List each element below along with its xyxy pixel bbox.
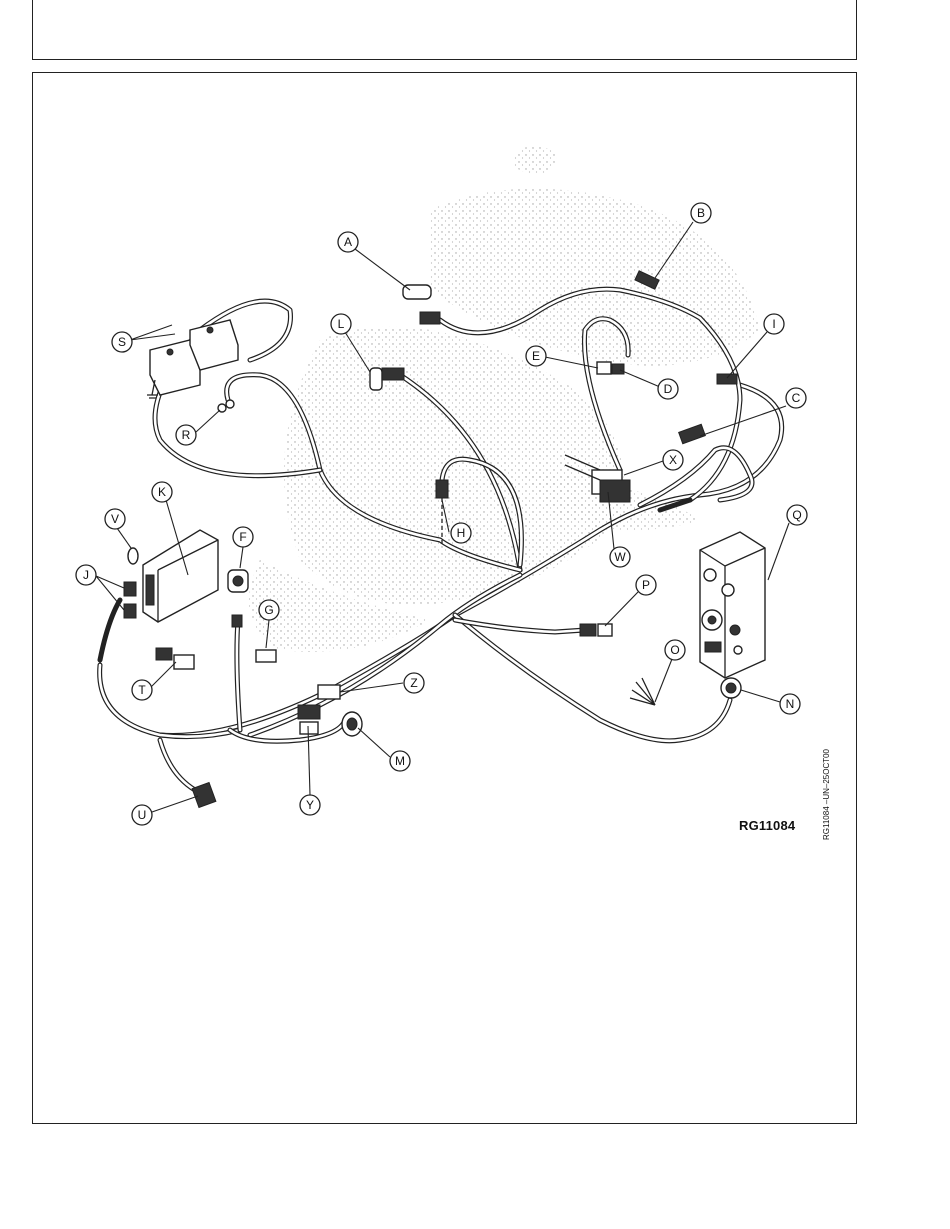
connector-i-icon [717, 374, 737, 384]
battery-icon [147, 320, 238, 398]
loose-wires-o-icon [630, 678, 655, 705]
svg-text:H: H [457, 526, 466, 540]
callout-a: A [338, 232, 358, 252]
callout-y: Y [300, 795, 320, 815]
callout-h: H [451, 523, 471, 543]
svg-text:Z: Z [410, 676, 417, 690]
machine-silhouette [249, 146, 760, 652]
callout-p: P [636, 575, 656, 595]
svg-text:M: M [395, 754, 405, 768]
figure-id: RG11084 [739, 818, 795, 833]
svg-text:E: E [532, 349, 540, 363]
svg-text:G: G [264, 603, 273, 617]
callout-o: O [665, 640, 685, 660]
callout-i: I [764, 314, 784, 334]
connector-z-icon [298, 685, 340, 734]
callout-x: X [663, 450, 683, 470]
connector-n-icon [721, 678, 741, 698]
svg-text:B: B [697, 206, 705, 220]
svg-text:P: P [642, 578, 650, 592]
callout-e: E [526, 346, 546, 366]
svg-text:Q: Q [792, 508, 801, 522]
callout-v: V [105, 509, 125, 529]
svg-text:F: F [239, 530, 246, 544]
svg-text:N: N [786, 697, 795, 711]
figure-date-code: RG11084 –UN–25OCT00 [822, 749, 831, 840]
callout-s: S [112, 332, 132, 352]
svg-text:O: O [670, 643, 679, 657]
callout-m: M [390, 751, 410, 771]
controller-k-icon [143, 530, 218, 622]
callout-u: U [132, 805, 152, 825]
connector-j-icon [124, 582, 136, 618]
callout-z: Z [404, 673, 424, 693]
callout-j: J [76, 565, 96, 585]
svg-text:L: L [338, 317, 345, 331]
svg-text:J: J [83, 568, 89, 582]
switch-f-icon [228, 570, 248, 627]
connector-u-icon [192, 783, 216, 808]
svg-text:Y: Y [306, 798, 314, 812]
svg-text:D: D [664, 382, 673, 396]
switch-e-icon [597, 362, 624, 374]
callout-l: L [331, 314, 351, 334]
svg-text:X: X [669, 453, 677, 467]
svg-text:U: U [138, 808, 147, 822]
callout-q: Q [787, 505, 807, 525]
callout-c: C [786, 388, 806, 408]
callout-t: T [132, 680, 152, 700]
svg-text:K: K [158, 485, 166, 499]
svg-text:W: W [614, 550, 626, 564]
callout-n: N [780, 694, 800, 714]
control-box-q-icon [700, 532, 765, 678]
connector-p-icon [580, 624, 612, 636]
connector-g-icon [256, 650, 276, 662]
connector-v-icon [128, 548, 138, 564]
callout-g: G [259, 600, 279, 620]
svg-text:V: V [111, 512, 119, 526]
connector-c-icon [679, 424, 706, 443]
callout-k: K [152, 482, 172, 502]
callout-b: B [691, 203, 711, 223]
svg-text:R: R [182, 428, 191, 442]
callout-r: R [176, 425, 196, 445]
callout-w: W [610, 547, 630, 567]
connector-m-icon [342, 712, 362, 736]
svg-text:A: A [344, 235, 352, 249]
ground-terminal-icon [218, 400, 234, 412]
svg-text:T: T [138, 683, 146, 697]
svg-text:S: S [118, 335, 126, 349]
callout-d: D [658, 379, 678, 399]
svg-text:C: C [792, 391, 801, 405]
connector-t-icon [156, 648, 194, 669]
svg-text:I: I [772, 317, 775, 331]
callout-f: F [233, 527, 253, 547]
